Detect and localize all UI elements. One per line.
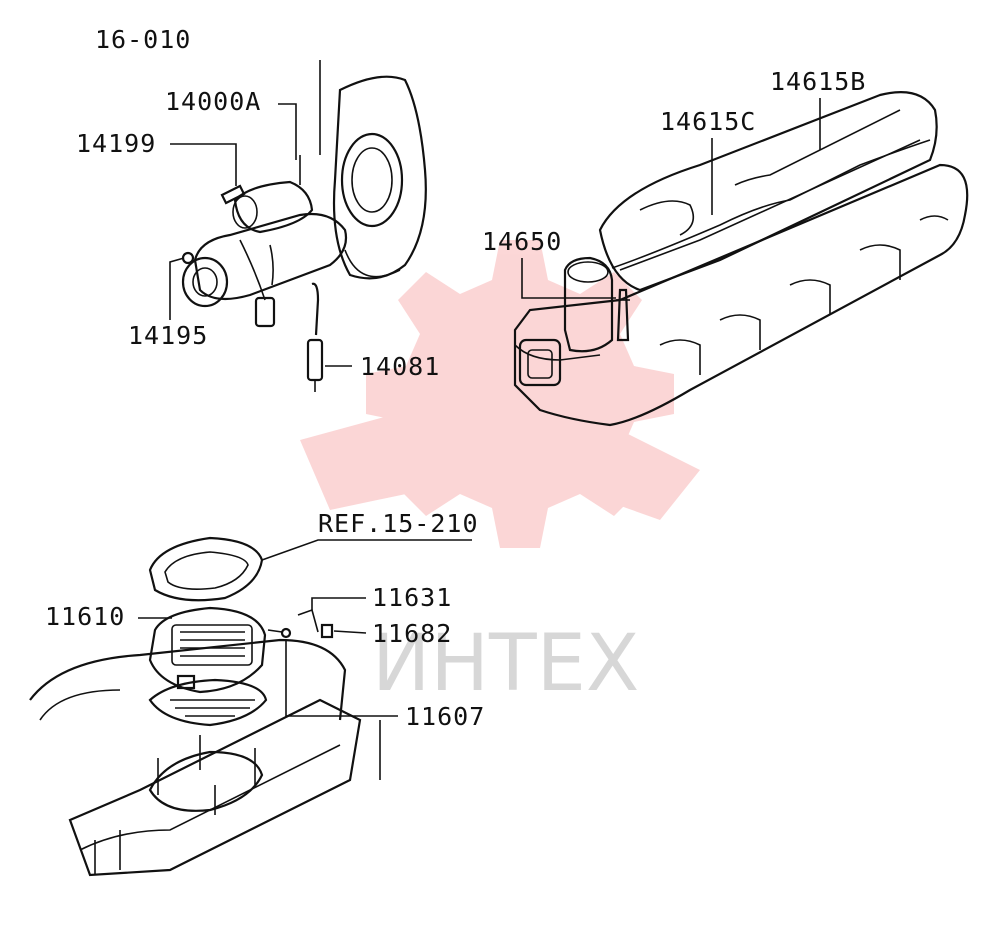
label-14650: 14650 [482,227,562,256]
label-14615C: 14615C [660,107,756,136]
label-14195: 14195 [128,321,208,350]
cylinder-head-drawing [513,91,969,427]
leader-11682 [333,630,367,634]
watermark-gear-logo [300,240,700,548]
label-11631: 11631 [372,583,452,612]
leader-14650 [521,258,616,299]
label-14615B: 14615B [770,67,866,96]
label-11682: 11682 [372,619,452,648]
leader-ref [261,539,472,561]
leader-11607 [285,640,398,717]
label-14081: 14081 [360,352,440,381]
label-ref-15-210: REF.15-210 [318,509,479,538]
leader-14199 [170,143,237,186]
label-14000A: 14000A [165,87,261,116]
label-11610: 11610 [45,602,125,631]
watermark-text: ИНТЕХ [372,619,639,709]
leader-11631 [311,597,366,610]
starter-motor-drawing [181,60,427,392]
label-14199: 14199 [76,129,156,158]
leader-14000A [278,103,297,160]
page-code: 16-010 [95,25,191,54]
label-11607: 11607 [405,702,485,731]
leader-14195 [169,257,185,320]
intake-heater-drawing [29,536,381,877]
